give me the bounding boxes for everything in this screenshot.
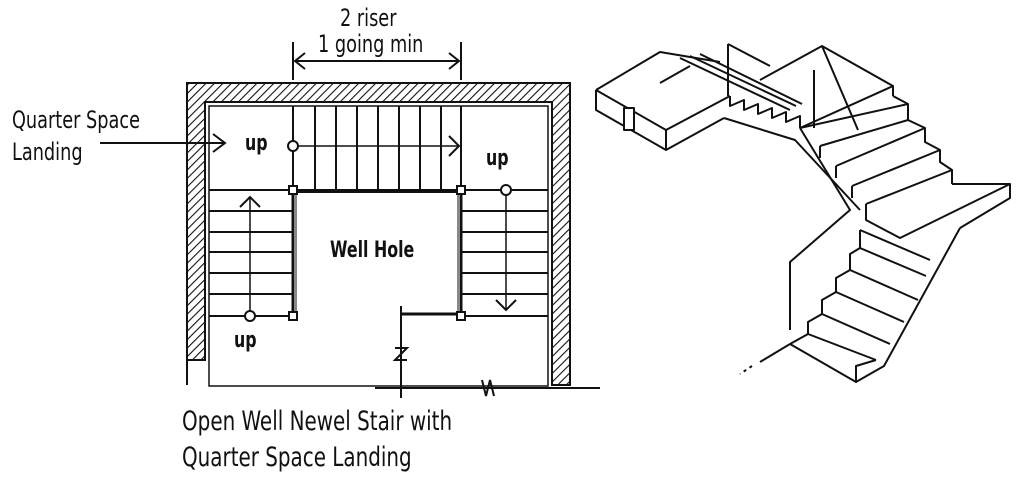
left-flight [209,190,297,322]
isometric-stair [595,43,1011,383]
dimension-label-going: 1 going min [318,30,424,58]
landing-arrow [100,133,227,153]
landing-label-line2: Landing [12,138,83,166]
caption-line1: Open Well Newel Stair with [182,406,453,437]
right-flight [457,184,548,317]
up-label-left: up [234,328,257,353]
plan-walls [186,82,571,386]
caption-line2: Quarter Space Landing [182,442,412,473]
up-label-top: up [245,131,268,156]
well-hole-label: Well Hole [330,238,415,263]
newel-posts [288,185,466,321]
break-lines [375,306,600,398]
dimension-label-riser: 2 riser [340,4,397,32]
landing-label-line1: Quarter Space [12,106,140,134]
top-flight [287,106,462,190]
up-label-right: up [486,146,509,171]
dimension [292,42,462,80]
